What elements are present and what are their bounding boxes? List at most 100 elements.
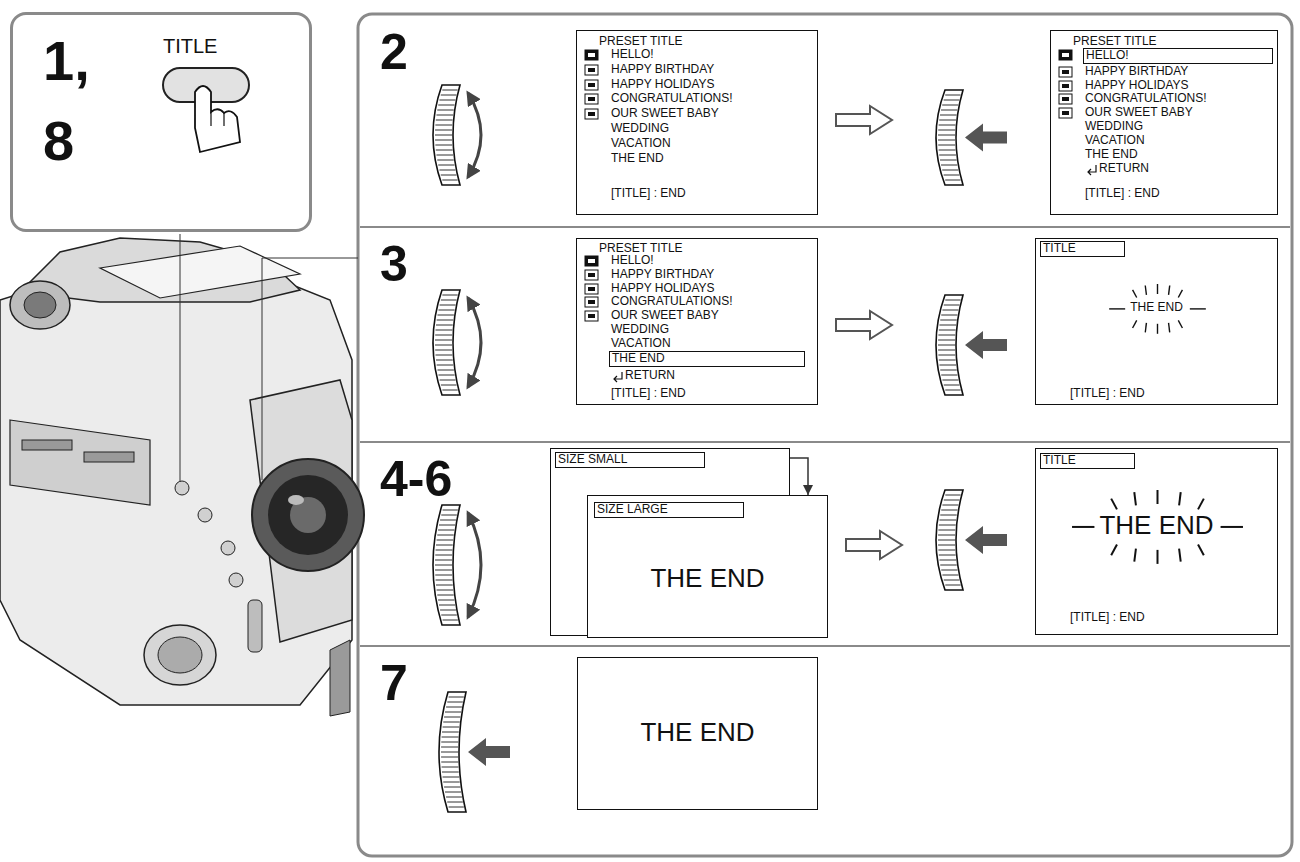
rotate-arrow <box>468 93 481 177</box>
menu-icon <box>585 297 598 307</box>
menu-icon <box>585 50 598 60</box>
screen-text: [TITLE] : END <box>611 387 686 401</box>
burst-ray <box>1157 550 1159 564</box>
control-dial <box>437 535 454 536</box>
press-arrow <box>965 124 1007 152</box>
burst-ray <box>1145 323 1146 332</box>
menu-icon <box>588 112 595 116</box>
steps-frame <box>358 14 1292 856</box>
pressing-hand <box>195 86 240 152</box>
control-dial <box>936 295 1007 395</box>
control-dial <box>435 340 452 341</box>
menu-icon <box>585 80 598 90</box>
control-dial <box>940 115 957 116</box>
screen-text: TITLE <box>1040 241 1125 257</box>
control-dial <box>433 290 481 395</box>
control-dial <box>436 330 453 331</box>
screen-text: OUR SWEET BABY <box>611 309 719 323</box>
control-dial <box>936 295 963 395</box>
step-number: 2 <box>380 24 408 82</box>
camcorder <box>144 625 216 685</box>
screen-text: HAPPY HOLIDAYS <box>611 282 715 296</box>
menu-icon <box>1059 108 1072 118</box>
menu-icon <box>1062 111 1069 115</box>
menu-icon <box>588 83 595 87</box>
control-dial <box>939 155 956 156</box>
control-dial <box>437 320 454 321</box>
burst-ray <box>1179 549 1181 562</box>
control-dial <box>437 590 454 591</box>
control-dial <box>439 100 455 101</box>
screen-text: HAPPY BIRTHDAY <box>1085 65 1188 79</box>
camcorder <box>24 292 56 318</box>
step-band: 2 PRESET TITLEHELLO!HAPPY BIRTHDAYHAPPY H… <box>362 18 1288 224</box>
menu-icon <box>1062 53 1069 57</box>
menu-icon <box>585 80 598 90</box>
control-dial <box>444 717 460 718</box>
burst-ray <box>1198 545 1204 556</box>
control-dial <box>940 515 957 516</box>
control-dial <box>442 732 459 733</box>
screen-text: OUR SWEET BABY <box>1085 106 1193 120</box>
control-dial <box>433 85 460 185</box>
pressing-hand <box>211 112 224 126</box>
camcorder <box>229 573 243 587</box>
screen-text: VACATION <box>611 137 671 151</box>
step-band: 4-6SIZE SMALLSIZE LARGETHE ENDTITLETHE E… <box>362 445 1288 643</box>
screen-text: HELLO! <box>1083 48 1273 64</box>
burst-ray <box>1145 286 1146 295</box>
control-dial <box>936 490 963 590</box>
screen-text: CONGRATULATIONS! <box>611 92 733 106</box>
screen-display: PRESET TITLEHELLO!HAPPY BIRTHDAYHAPPY HO… <box>1050 30 1278 215</box>
screen-display: SIZE LARGETHE END <box>587 495 828 638</box>
screen-text: HELLO! <box>611 48 654 62</box>
leader-line <box>180 234 181 482</box>
screen-text: WEDDING <box>1085 120 1143 134</box>
camcorder <box>221 541 235 555</box>
press-arrow <box>965 331 1007 359</box>
control-dial <box>436 585 453 586</box>
control-dial <box>437 595 454 596</box>
menu-icon <box>585 50 598 60</box>
menu-icon <box>588 273 595 277</box>
screen-display: TITLETHE END[TITLE] : END <box>1035 238 1278 405</box>
menu-icon <box>585 284 598 294</box>
control-dial <box>446 797 462 798</box>
control-dial <box>944 385 960 386</box>
control-dial <box>938 535 955 536</box>
camcorder <box>198 508 212 522</box>
control-dial <box>938 135 955 136</box>
control-dial <box>436 355 453 356</box>
control-dial <box>945 495 960 496</box>
camcorder <box>268 475 348 555</box>
camcorder <box>288 495 304 505</box>
screen-text: HAPPY BIRTHDAY <box>611 268 714 282</box>
step-number: 4-6 <box>380 451 452 509</box>
burst-ray <box>1169 323 1170 332</box>
control-dial <box>945 300 960 301</box>
menu-icon <box>585 284 598 294</box>
screen-display: TITLETHE END[TITLE] : END <box>1035 448 1278 635</box>
screen-display: PRESET TITLEHELLO!HAPPY BIRTHDAYHAPPY HO… <box>576 238 818 405</box>
control-dial <box>441 615 457 616</box>
screen-text: THE END <box>640 718 754 748</box>
screen-text: THE END <box>611 152 664 166</box>
control-dial <box>437 315 453 316</box>
menu-icon <box>585 65 598 75</box>
burst-ray <box>1133 290 1137 298</box>
screen-text: RETURN <box>625 369 675 383</box>
control-dial <box>442 90 457 91</box>
screen-text: WEDDING <box>611 122 669 136</box>
menu-icon <box>1059 67 1072 77</box>
control-dial <box>938 130 955 131</box>
control-dial <box>942 105 958 106</box>
control-dial <box>441 515 457 516</box>
menu-icon <box>585 256 598 266</box>
control-dial <box>938 140 955 141</box>
menu-icon <box>588 314 595 318</box>
burst-ray <box>1134 549 1136 562</box>
control-dial <box>938 335 955 336</box>
control-dial <box>441 742 458 743</box>
control-dial <box>435 135 452 136</box>
